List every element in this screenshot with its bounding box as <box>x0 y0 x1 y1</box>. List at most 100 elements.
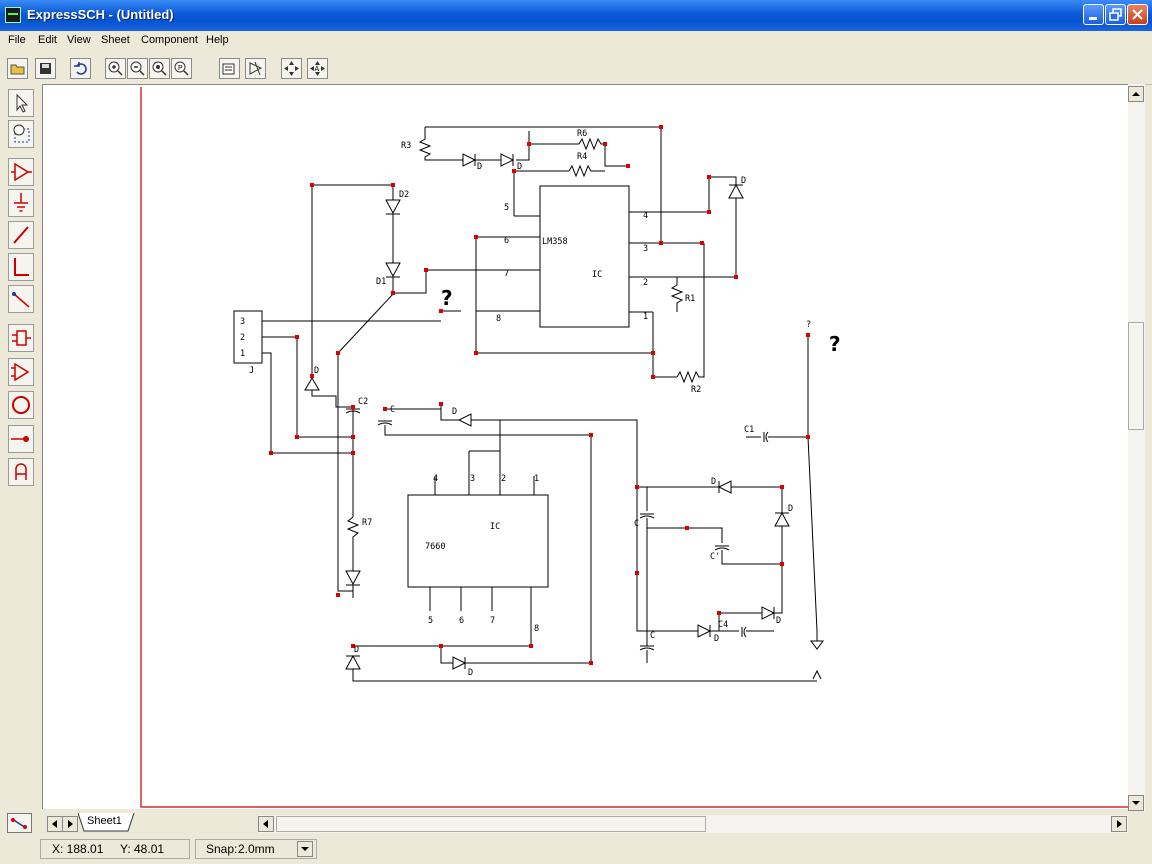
horizontal-scrollbar[interactable] <box>258 815 1128 833</box>
schematic-drawing[interactable]: R3 R6 R4 D2 D1 LM358 IC 5 6 7 8 4 3 2 1 … <box>43 85 1128 809</box>
label-7660: 7660 <box>425 542 445 552</box>
junction-icon[interactable] <box>8 425 34 453</box>
label-d-d: D <box>452 407 457 417</box>
title-bar[interactable]: ExpressSCH - (Untitled) <box>0 0 1152 31</box>
7660-pin-5: 5 <box>428 616 433 626</box>
pan-auto-icon[interactable]: A <box>307 58 328 79</box>
status-y: Y: 48.01 <box>120 842 165 856</box>
zoom-page-icon[interactable]: P <box>171 58 192 79</box>
hscroll-thumb[interactable] <box>276 816 706 832</box>
menu-edit[interactable]: Edit <box>38 34 57 46</box>
snap-dropdown-chevron-down-icon[interactable] <box>297 841 313 857</box>
label-r4: R4 <box>577 152 587 162</box>
label-d1: D1 <box>376 277 386 287</box>
label-j: J <box>249 366 254 376</box>
zoom-area-icon[interactable] <box>149 58 170 79</box>
label-d-f: D <box>468 668 473 678</box>
restore-button[interactable] <box>1105 4 1126 25</box>
next-sheet-button[interactable] <box>62 816 78 832</box>
buffer-icon[interactable] <box>8 358 34 386</box>
7660-pin-4: 4 <box>433 474 438 484</box>
snap-value[interactable]: 2.0mm <box>238 842 275 856</box>
minimize-button[interactable] <box>1083 4 1104 25</box>
svg-text:P: P <box>178 65 183 72</box>
label-lm358: LM358 <box>542 237 568 247</box>
vscroll-thumb[interactable] <box>1128 322 1144 430</box>
place-part-icon[interactable] <box>245 58 266 79</box>
text-icon[interactable] <box>8 458 34 486</box>
zoom-out-icon[interactable] <box>127 58 148 79</box>
status-bar: X: 188.01 Y: 48.01 Snap: 2.0mm <box>0 835 1152 864</box>
label-c1: C1 <box>744 425 754 435</box>
circle-icon[interactable] <box>8 391 34 419</box>
snap-panel <box>195 839 317 859</box>
open-icon[interactable] <box>7 58 28 79</box>
main-toolbar: P A <box>0 52 1152 85</box>
schematic-canvas[interactable]: R3 R6 R4 D2 D1 LM358 IC 5 6 7 8 4 3 2 1 … <box>42 84 1128 809</box>
label-ic2-type: IC <box>490 522 500 532</box>
lm358-pin-8: 8 <box>496 314 501 324</box>
connector-j-body <box>233 310 263 364</box>
j-pin-1: 1 <box>240 349 245 359</box>
menu-help[interactable]: Help <box>206 34 229 46</box>
unknown-part-marker-2: ? <box>829 332 841 356</box>
label-d-j: D <box>776 616 781 626</box>
pan-icon[interactable] <box>281 58 302 79</box>
zoom-in-icon[interactable] <box>105 58 126 79</box>
j-pin-3: 3 <box>240 317 245 327</box>
tab-sheet1-label: Sheet1 <box>87 815 122 827</box>
menu-bar: File Edit View Sheet Component Help <box>0 31 1152 51</box>
label-d-i: D <box>714 634 719 644</box>
lm358-pin-6: 6 <box>504 236 509 246</box>
lm358-pin-4: 4 <box>643 211 648 221</box>
app-icon[interactable] <box>5 7 21 23</box>
window-title: ExpressSCH - (Untitled) <box>27 7 174 22</box>
bus-entry-icon[interactable] <box>8 285 34 313</box>
snap-label: Snap: <box>206 842 238 856</box>
scroll-left-button[interactable] <box>258 816 274 832</box>
unknown-part-marker-3: ? <box>806 320 811 330</box>
properties-icon[interactable] <box>219 58 240 79</box>
label-r1: R1 <box>685 294 695 304</box>
ic-7660-body <box>407 494 549 588</box>
junction-mode-icon[interactable] <box>7 813 32 833</box>
place-part-icon[interactable] <box>8 158 34 186</box>
ground-icon[interactable] <box>8 189 34 217</box>
scroll-up-button[interactable] <box>1128 86 1144 102</box>
label-c-a: C <box>390 405 395 415</box>
menu-view[interactable]: View <box>67 34 91 46</box>
menu-sheet[interactable]: Sheet <box>101 34 130 46</box>
label-c-c: C <box>650 631 655 641</box>
label-c-b: C <box>634 519 639 529</box>
menu-component[interactable]: Component <box>141 34 198 46</box>
coordinate-panel <box>40 839 190 859</box>
7660-pin-8: 8 <box>534 624 539 634</box>
unknown-part-marker-1: ? <box>441 286 453 310</box>
7660-pin-2: 2 <box>501 474 506 484</box>
label-d-led1: D <box>314 366 319 376</box>
connector-icon[interactable] <box>8 324 34 352</box>
select-icon[interactable] <box>8 89 34 117</box>
label-c4: C4 <box>718 620 728 630</box>
ic-lm358-body <box>539 185 630 328</box>
wire-icon[interactable] <box>8 221 34 249</box>
zoom-select-icon[interactable] <box>8 120 34 148</box>
vertical-scrollbar[interactable] <box>1128 84 1145 811</box>
scroll-right-button[interactable] <box>1111 816 1127 832</box>
tab-sheet1[interactable]: Sheet1 <box>78 813 136 832</box>
7660-pin-1: 1 <box>534 474 539 484</box>
lm358-pin-7: 7 <box>504 269 509 279</box>
sheet-tab-bar: Sheet1 <box>0 811 1152 835</box>
label-d-h: D <box>788 504 793 514</box>
7660-pin-6: 6 <box>459 616 464 626</box>
menu-file[interactable]: File <box>8 34 26 46</box>
prev-sheet-button[interactable] <box>47 816 63 832</box>
bus-icon[interactable] <box>8 253 34 281</box>
scroll-down-button[interactable] <box>1128 795 1144 811</box>
save-icon[interactable] <box>35 58 56 79</box>
7660-pin-3: 3 <box>470 474 475 484</box>
svg-text:A: A <box>315 66 320 73</box>
close-button[interactable] <box>1127 4 1148 25</box>
lm358-pin-3: 3 <box>643 244 648 254</box>
undo-icon[interactable] <box>70 58 91 79</box>
